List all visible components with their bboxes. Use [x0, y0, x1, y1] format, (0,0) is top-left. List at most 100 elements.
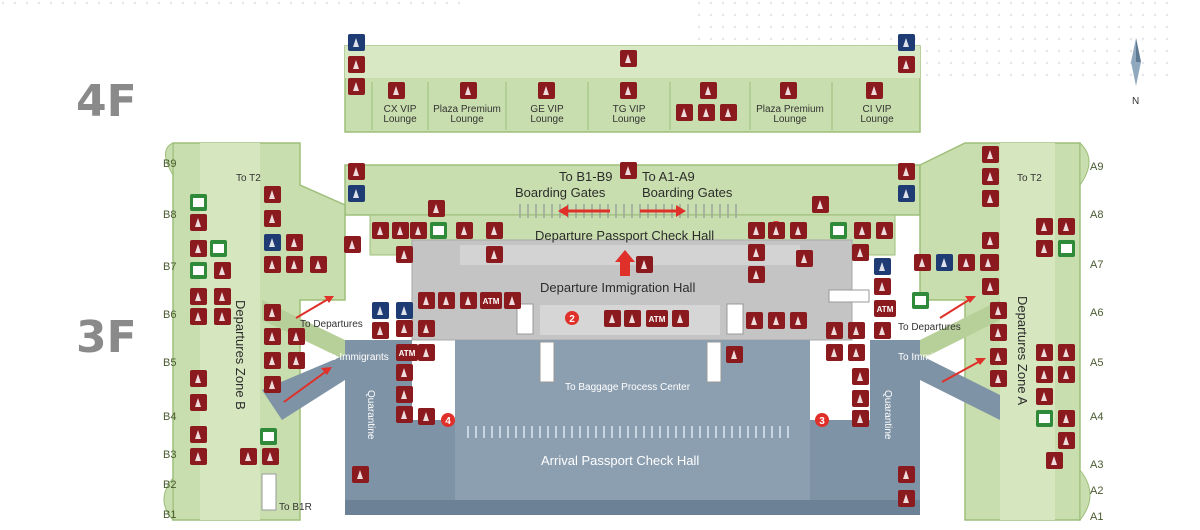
facility-icon: [352, 466, 369, 483]
escalator-icon: [264, 234, 281, 251]
gate-label-a: A3: [1090, 459, 1103, 471]
floor-label-4f: 4F: [76, 76, 137, 127]
facility-icon: [874, 322, 891, 339]
gate-label-b: B5: [163, 357, 176, 369]
lounge-label: Lounge: [860, 114, 894, 125]
sign-icon: [260, 428, 277, 445]
facility-icon: [372, 222, 389, 239]
facility-icon: [700, 82, 717, 99]
facility-icon: [790, 312, 807, 329]
facility-icon: [396, 406, 413, 423]
gate-label-a: A2: [1090, 485, 1103, 497]
facility-icon: [620, 50, 637, 67]
svg-text:ATM: ATM: [483, 297, 500, 306]
facility-icon: [392, 222, 409, 239]
gate-label-a: A1: [1090, 511, 1103, 523]
facility-icon: [190, 426, 207, 443]
facility-icon: [990, 324, 1007, 341]
facility-icon: [396, 386, 413, 403]
facility-icon: [456, 222, 473, 239]
gate-label-b: B1: [163, 509, 176, 521]
facility-icon: [264, 328, 281, 345]
label-arrival-passport-check-hall: Arrival Passport Check Hall: [541, 453, 699, 468]
facility-icon: [214, 308, 231, 325]
label-quarantine-left: Quarantine: [365, 390, 376, 440]
escalator-icon: [936, 254, 953, 271]
arrival-passport-check-area: [455, 340, 810, 515]
facility-icon: [854, 222, 871, 239]
facility-icon: [898, 490, 915, 507]
facility-icon: [826, 322, 843, 339]
facility-icon: [982, 232, 999, 249]
facility-icon: [288, 328, 305, 345]
gate-label-b: B3: [163, 449, 176, 461]
facility-icon: [286, 234, 303, 251]
facility-icon: [240, 448, 257, 465]
facility-icon: [396, 364, 413, 381]
facility-icon: [982, 278, 999, 295]
escalator-icon: [898, 185, 915, 202]
facility-icon: [636, 256, 653, 273]
sign-icon: [912, 292, 929, 309]
label-to-t2-right: To T2: [1017, 173, 1042, 184]
marker-2: 2: [565, 311, 579, 325]
escalator-icon: [874, 258, 891, 275]
facility-icon: [190, 240, 207, 257]
sign-icon: [430, 222, 447, 239]
lounge-label: TG VIP: [613, 104, 646, 115]
facility-icon: [852, 410, 869, 427]
facility-icon: [1036, 388, 1053, 405]
gate-label-b: B2: [163, 479, 176, 491]
facility-icon: [982, 146, 999, 163]
lounge-label: Lounge: [530, 114, 564, 125]
facility-icon: [826, 344, 843, 361]
facility-icon: [672, 310, 689, 327]
escalator-icon: [348, 185, 365, 202]
lounge-label: CI VIP: [863, 104, 892, 115]
facility-icon: [348, 163, 365, 180]
atm-icon: ATM: [646, 310, 668, 327]
facility-icon: [852, 390, 869, 407]
facility-icon: [396, 320, 413, 337]
facility-icon: [190, 394, 207, 411]
facility-icon: [486, 222, 503, 239]
facility-icon: [768, 312, 785, 329]
lounge-label: Lounge: [383, 114, 417, 125]
sign-icon: [210, 240, 227, 257]
label-to-departures-left: To Departures: [300, 319, 363, 330]
facility-icon: [1036, 344, 1053, 361]
facility-icon: [348, 78, 365, 95]
label-quarantine-right: Quarantine: [882, 390, 893, 440]
lounge-label: GE VIP: [530, 104, 564, 115]
label-departures-zone-b: Departures Zone B: [233, 300, 248, 410]
facility-icon: [460, 82, 477, 99]
facility-icon: [796, 250, 813, 267]
sign-icon: [190, 194, 207, 211]
facility-icon: [676, 104, 693, 121]
facility-icon: [264, 256, 281, 273]
facility-icon: [990, 302, 1007, 319]
label-to-departures-right: To Departures: [898, 322, 961, 333]
label-departures-zone-a: Departures Zone A: [1015, 296, 1030, 405]
facility-icon: [898, 163, 915, 180]
facility-icon: [1058, 344, 1075, 361]
svg-text:ATM: ATM: [399, 349, 416, 358]
atm-icon: ATM: [396, 344, 418, 361]
facility-icon: [852, 368, 869, 385]
facility-icon: [982, 190, 999, 207]
gate-label-a: A4: [1090, 411, 1103, 423]
facility-icon: [410, 222, 427, 239]
facility-icon: [388, 82, 405, 99]
gate-label-a: A7: [1090, 259, 1103, 271]
facility-icon: [264, 186, 281, 203]
facility-icon: [372, 322, 389, 339]
label-departure-passport-check-hall: Departure Passport Check Hall: [535, 228, 714, 243]
label-to-b1-b9: To B1-B9: [559, 169, 612, 184]
label-boarding-gates-left: Boarding Gates: [515, 185, 606, 200]
svg-text:2: 2: [569, 314, 575, 325]
facility-icon: [604, 310, 621, 327]
facility-icon: [748, 222, 765, 239]
